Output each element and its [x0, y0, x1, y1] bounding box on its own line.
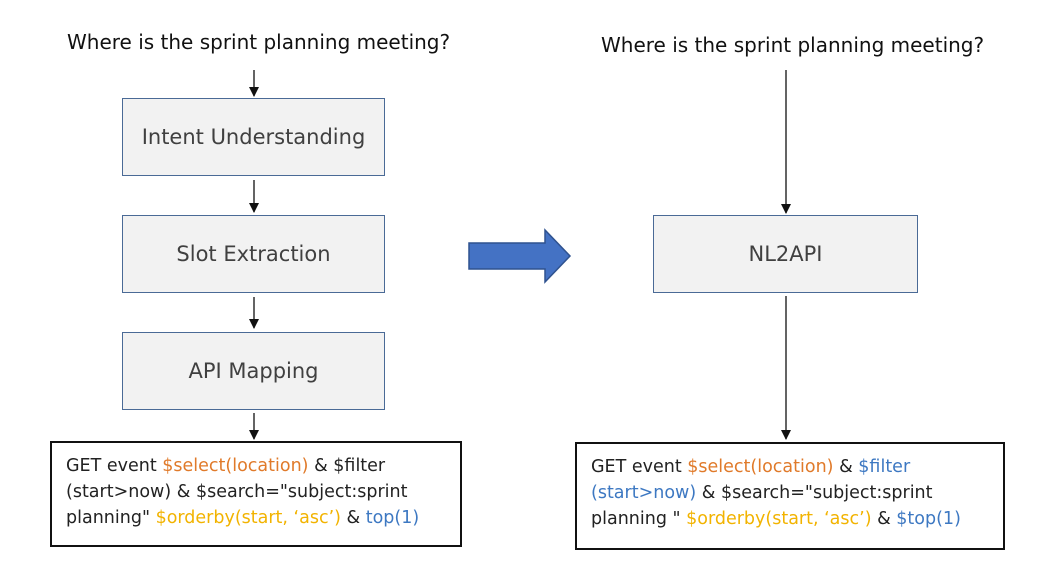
left-output-amp: &: [340, 508, 366, 528]
left-output-get: GET event: [66, 456, 163, 476]
api-mapping-label: API Mapping: [188, 359, 319, 383]
slot-extraction-label: Slot Extraction: [176, 242, 331, 266]
right-output-search: & $search="subject:sprint planning ": [591, 483, 933, 529]
right-output-amp1: &: [833, 457, 859, 477]
slot-extraction-box: Slot Extraction: [122, 215, 385, 293]
right-api-output: GET event $select(location) & $filter (s…: [575, 442, 1005, 550]
left-output-select: $select(location): [162, 456, 309, 476]
right-question: Where is the sprint planning meeting?: [601, 33, 985, 57]
right-output-top: $top(1): [896, 509, 961, 529]
intent-understanding-box: Intent Understanding: [122, 98, 385, 176]
right-output-filter: $filter (start>now): [591, 457, 911, 503]
right-output-orderby: $orderby(start, ‘asc’): [686, 509, 872, 529]
left-output-orderby: $orderby(start, ‘asc’): [155, 508, 341, 528]
right-output-get: GET event: [591, 457, 688, 477]
nl2api-label: NL2API: [748, 242, 823, 266]
left-question: Where is the sprint planning meeting?: [67, 30, 451, 54]
right-output-amp2: &: [871, 509, 897, 529]
left-output-filter-search: & $filter (start>now) & $search="subject…: [66, 456, 408, 528]
intent-understanding-label: Intent Understanding: [141, 125, 366, 149]
nl2api-box: NL2API: [653, 215, 918, 293]
left-api-output: GET event $select(location) & $filter (s…: [50, 441, 462, 547]
api-mapping-box: API Mapping: [122, 332, 385, 410]
right-output-select: $select(location): [687, 457, 834, 477]
left-output-top: top(1): [365, 508, 420, 528]
transform-arrow-icon: [468, 228, 572, 284]
